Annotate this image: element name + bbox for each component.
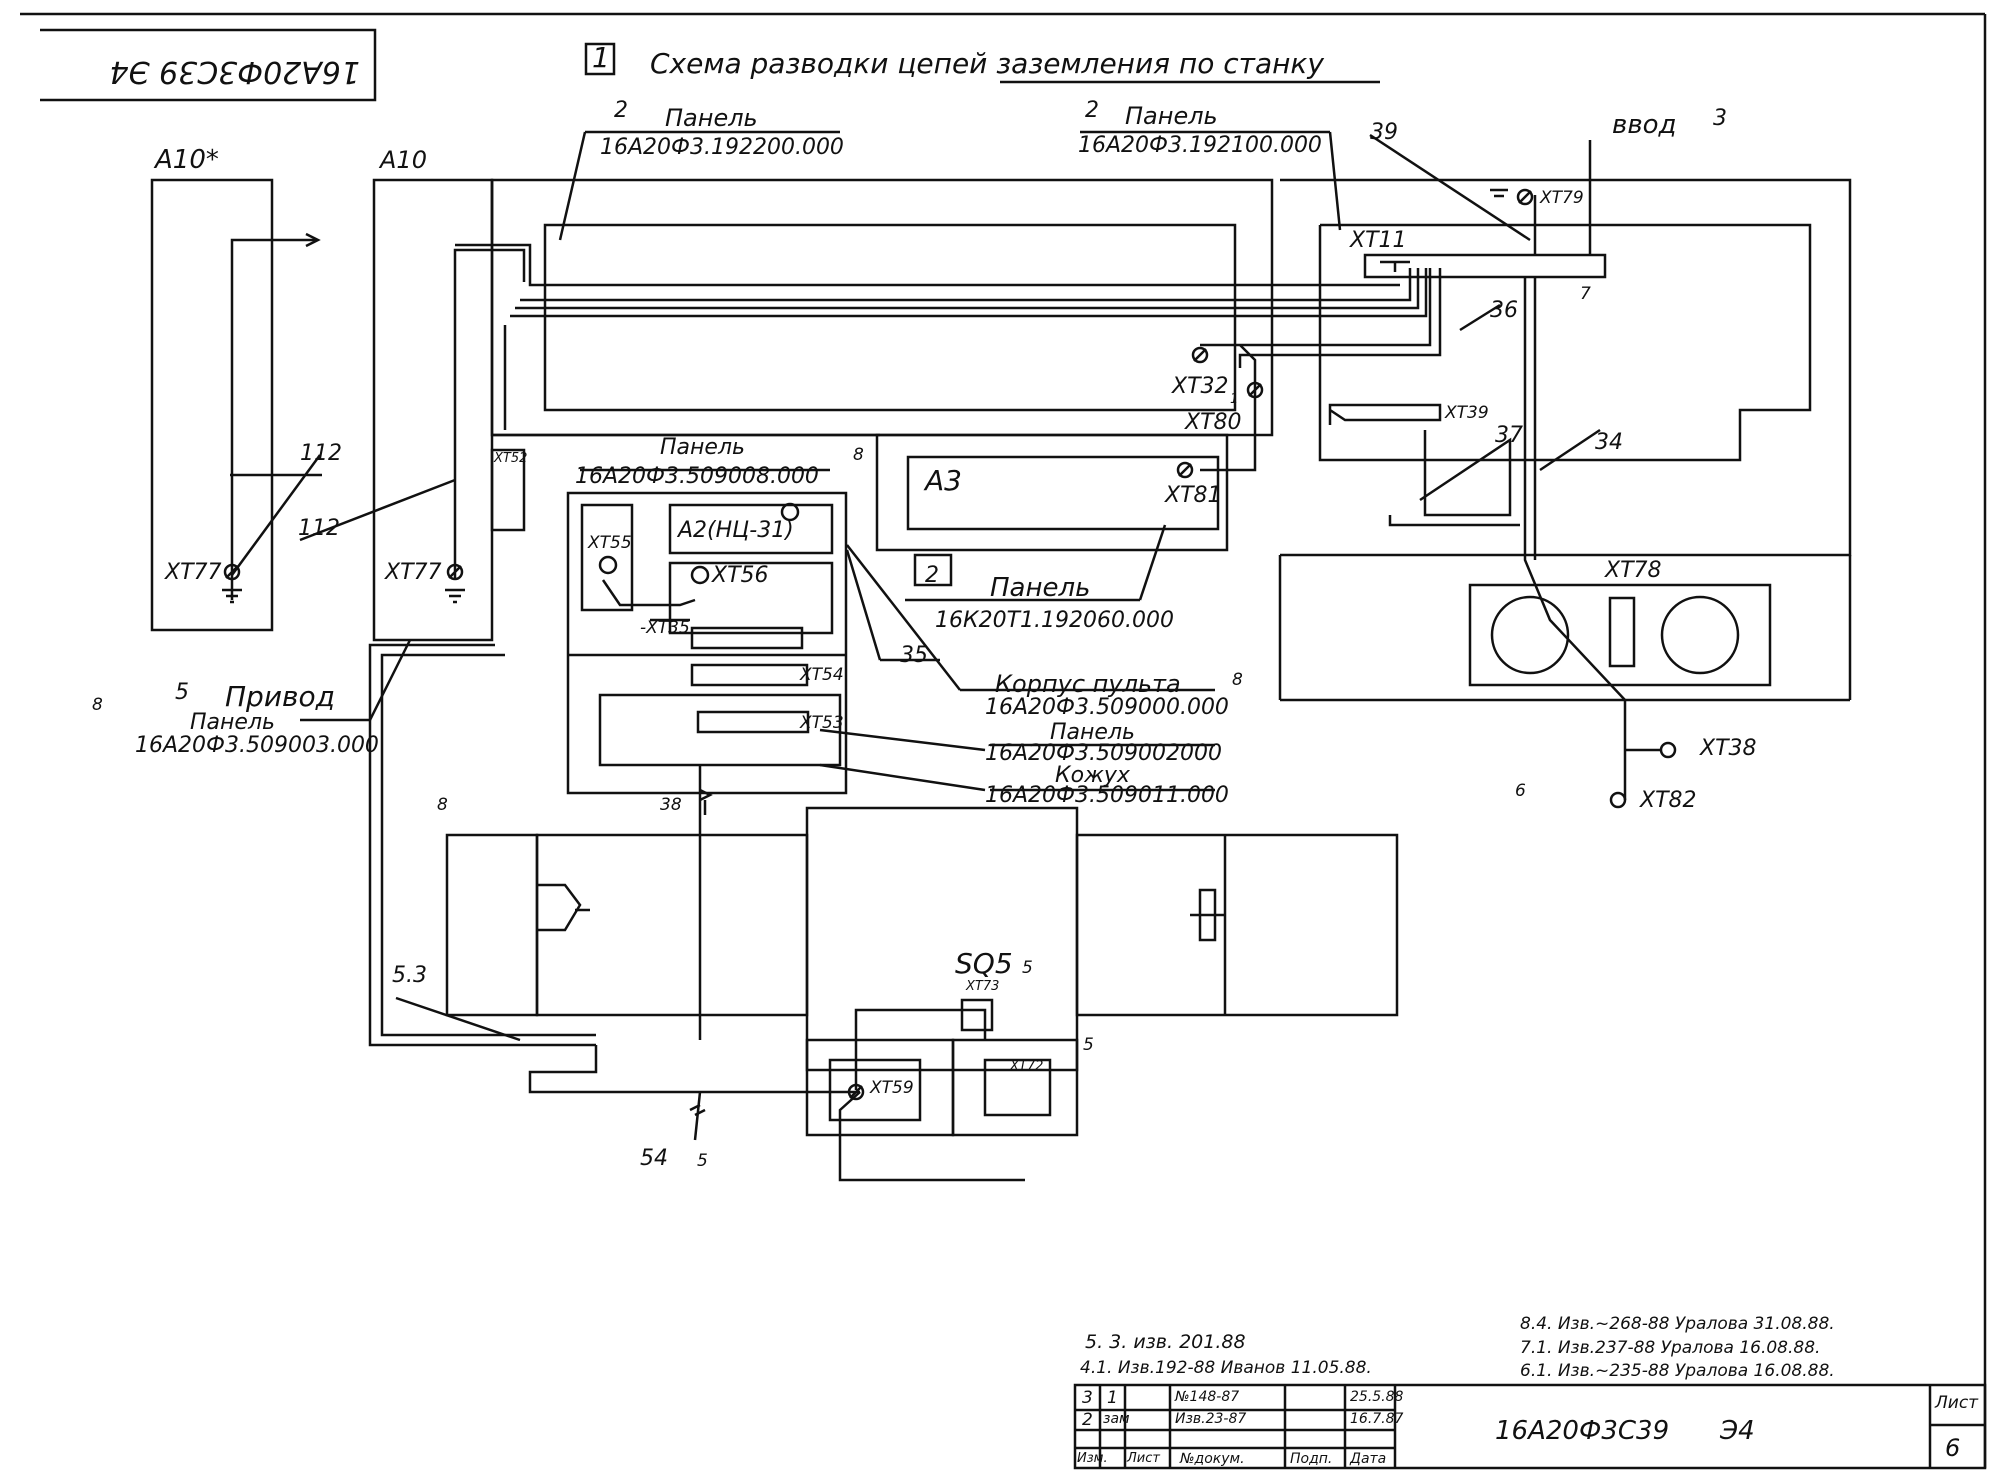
- label-privod: Привод: [225, 680, 336, 713]
- terminal-xt35: -ХТ35: [640, 618, 690, 638]
- wire-37: 37: [1495, 423, 1523, 448]
- label-korpus: Корпус пульта: [995, 670, 1181, 698]
- terminal-xt82: ХТ82: [1640, 788, 1697, 813]
- stamp-header-date: Дата: [1350, 1451, 1387, 1467]
- stamp-r2-izm: 2: [1082, 1410, 1093, 1430]
- panel-mid-index: 2: [925, 563, 939, 588]
- wire-53: 5.3: [392, 963, 427, 988]
- terminal-xt38: ХТ38: [1700, 736, 1757, 761]
- terminal-xt59: ХТ59: [870, 1078, 914, 1098]
- stamp-sheet-label: Лист: [1935, 1393, 1979, 1413]
- doc-code-rotated: 16А20Ф3С39 Э4: [109, 54, 360, 89]
- panel-pult-code: 16А20Ф3.509008.000: [575, 464, 819, 489]
- stamp-sheet-number: 6: [1945, 1434, 1961, 1462]
- wire-34: 34: [1595, 430, 1623, 455]
- terminal-xt73: ХТ73: [966, 979, 1000, 994]
- circle-8a: 8: [853, 445, 864, 465]
- terminal-xt80: ХТ80: [1185, 410, 1242, 435]
- kozhukh-code: 16А20Ф3.509011.000: [985, 783, 1229, 808]
- circle-8b: 8: [1232, 670, 1243, 690]
- label-sq5: SQ5: [955, 947, 1013, 980]
- terminal-xt53: ХТ53: [800, 713, 844, 733]
- circle-6: 6: [1515, 781, 1526, 801]
- privod-code: 16А20Ф3.509003.000: [135, 733, 379, 758]
- terminal-xt79: ХТ79: [1540, 188, 1584, 208]
- terminal-xt32: ХТ32: [1172, 374, 1229, 399]
- circle-8d: 8: [437, 795, 448, 815]
- stamp-header-doc: №докум.: [1180, 1451, 1245, 1467]
- stamp-code: 16А20Ф3С39: [1495, 1416, 1670, 1446]
- terminal-xt56: ХТ56: [712, 563, 769, 588]
- korpus-code: 16А20Ф3.509000.000: [985, 695, 1229, 720]
- panel-mid: Панель: [990, 573, 1091, 603]
- terminal-xt77-left: ХТ77: [165, 560, 222, 585]
- stamp-header-list: Лист: [1127, 1451, 1160, 1466]
- module-a2: А2(НЦ-31): [678, 518, 794, 543]
- wire-35: 35: [900, 643, 928, 668]
- panel-top-right-code: 16А20Ф3.192100.000: [1078, 133, 1322, 158]
- stamp-doc-type: Э4: [1720, 1416, 1755, 1446]
- terminal-xt11: ХТ11: [1350, 228, 1407, 253]
- circle-8c: 8: [92, 695, 103, 715]
- revision-right-3: 6.1. Изв.~235-88 Уралова 16.08.88.: [1520, 1361, 1835, 1381]
- panel-top-left: Панель: [665, 104, 758, 132]
- stamp-r1-doc: №148-87: [1175, 1389, 1240, 1405]
- title-index: 1: [592, 41, 610, 74]
- stamp-header-izm: Изм.: [1077, 1451, 1108, 1466]
- stamp-r2-list: зам: [1103, 1411, 1130, 1427]
- panel-top-left-index: 2: [614, 98, 628, 123]
- panel-2: Панель: [1050, 720, 1135, 745]
- revision-right-1: 8.4. Изв.~268-88 Уралова 31.08.88.: [1520, 1314, 1835, 1334]
- privod-index: 5: [175, 680, 189, 705]
- wire-36: 36: [1490, 298, 1518, 323]
- panel-2-code: 16А20Ф3.509002000: [985, 741, 1222, 766]
- stamp-header-sign: Подп.: [1290, 1451, 1333, 1467]
- panel-top-right-index: 2: [1085, 98, 1099, 123]
- label-vvod: ввод: [1612, 110, 1677, 140]
- stamp-r2-doc: Изв.23-87: [1175, 1411, 1247, 1427]
- terminal-xt78: ХТ78: [1605, 558, 1662, 583]
- stamp-r1-izm: 3: [1082, 1388, 1093, 1408]
- panel-top-right: Панель: [1125, 102, 1218, 130]
- label-kozhukh: Кожух: [1055, 763, 1130, 788]
- module-a3: А3: [925, 464, 962, 497]
- terminal-xt54: ХТ54: [800, 665, 844, 685]
- terminal-xt81: ХТ81: [1165, 483, 1222, 508]
- wire-39: 39: [1370, 120, 1398, 145]
- circle-5b: 5: [1083, 1035, 1094, 1055]
- circle-5c: 5: [697, 1151, 708, 1171]
- terminal-xt39: ХТ39: [1445, 403, 1489, 423]
- panel-pult: Панель: [660, 435, 745, 460]
- terminal-xt77-right: ХТ77: [385, 560, 442, 585]
- circle-5a: 5: [1022, 958, 1033, 978]
- label-a10-star: А10*: [155, 145, 219, 175]
- stamp-r2-date: 16.7.87: [1350, 1411, 1404, 1427]
- terminal-xt52: ХТ52: [494, 451, 528, 466]
- circle-1: 1: [1230, 392, 1239, 407]
- circle-7: 7: [1580, 284, 1591, 304]
- terminal-xt55: ХТ55: [588, 533, 632, 553]
- panel-top-left-code: 16А20Ф3.192200.000: [600, 135, 844, 160]
- page-title: Схема разводки цепей заземления по станк…: [650, 47, 1324, 80]
- label-a10: А10: [380, 146, 427, 174]
- wire-112-a: 112: [300, 441, 342, 466]
- vvod-index: 3: [1713, 106, 1727, 131]
- wire-112-b: 112: [298, 516, 340, 541]
- revision-left-1: 5. 3. изв. 201.88: [1085, 1331, 1246, 1353]
- stamp-r1-list: 1: [1107, 1388, 1118, 1408]
- privod-panel: Панель: [190, 710, 275, 735]
- wire-38: 38: [660, 795, 682, 815]
- revision-right-2: 7.1. Изв.237-88 Уралова 16.08.88.: [1520, 1338, 1821, 1358]
- panel-mid-code: 16К20Т1.192060.000: [935, 608, 1175, 633]
- terminal-xt72: ХТ72: [1010, 1059, 1044, 1074]
- stamp-r1-date: 25.5.88: [1350, 1389, 1404, 1405]
- revision-left-2: 4.1. Изв.192-88 Иванов 11.05.88.: [1080, 1358, 1372, 1378]
- wire-54: 54: [640, 1146, 668, 1171]
